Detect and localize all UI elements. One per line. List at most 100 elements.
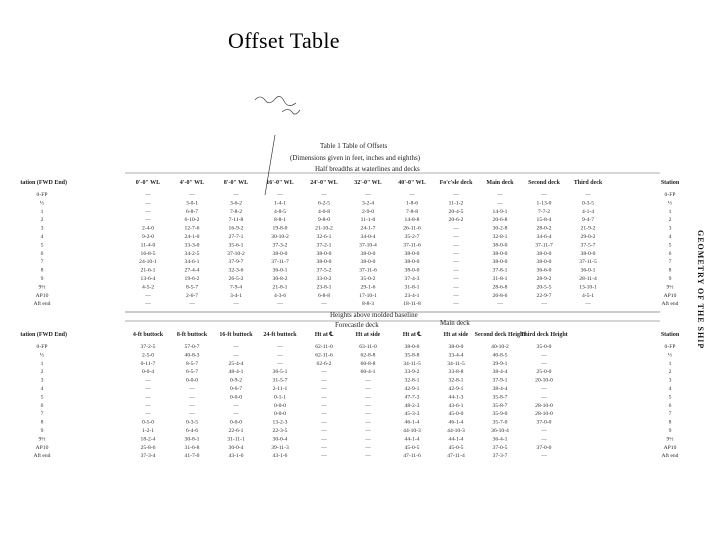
table-cell: — [540, 428, 547, 434]
table-cell: 38-0-0 [405, 251, 420, 257]
table-cell: 7-9-4 [230, 284, 242, 290]
table-cell: 40-10-2 [491, 344, 509, 350]
table-cell: — [452, 226, 459, 232]
table-cell: — [364, 428, 371, 434]
station-label-right: 4 [669, 386, 672, 392]
table-cell: — [144, 217, 151, 223]
station-label-right: ½ [668, 351, 672, 358]
station-label-right: 8 [669, 420, 672, 426]
table-cell: — [144, 394, 151, 400]
table-cell: — [540, 453, 547, 459]
column-header: Ht at ℄ [315, 331, 334, 338]
table-cell: 14-8-8 [405, 217, 420, 223]
station-label: 6 [41, 251, 44, 257]
table-cell: 0-0-0 [230, 394, 242, 400]
table-cell: — [452, 251, 459, 257]
station-label: 5 [41, 242, 44, 248]
table-cell: — [232, 403, 239, 409]
table-cell: 30-10-2 [271, 234, 289, 240]
side-label: GEOMETRY OF THE SHIP [696, 230, 705, 349]
table-cell: 7-7-2 [538, 209, 550, 215]
station-label-right: 8 [669, 268, 672, 274]
table-cell: 20-4-5 [449, 209, 464, 215]
table-cell: 33-3-0 [185, 242, 200, 248]
table-cell: 20-5-5 [537, 284, 552, 290]
table-cell: — [364, 453, 371, 459]
table-cell: 32-8-1 [405, 378, 420, 384]
table-cell: — [452, 192, 459, 198]
station-label-right: 7 [669, 259, 672, 265]
table-cell: 42-9-1 [405, 386, 420, 392]
station-label-right: 6 [669, 251, 672, 257]
table-cell: 6-2-5 [318, 200, 330, 206]
table-cell: 3-0-1 [186, 200, 198, 206]
table-cell: — [320, 369, 327, 375]
table-cell: 12-7-6 [185, 226, 200, 232]
table-cell: 0-0-4 [142, 369, 154, 375]
table-cell: 25-8-6 [141, 445, 156, 451]
table-cell: 36-0-1 [581, 268, 596, 274]
table-cell: — [452, 301, 459, 307]
column-header: 24'-0" WL [310, 180, 337, 186]
table-cell: 46-1-4 [449, 420, 464, 426]
table-cell: 38-0-0 [361, 259, 376, 265]
table-cell: 4-3-6 [274, 293, 286, 299]
table-cell: — [320, 411, 327, 417]
table-cell: — [144, 403, 151, 409]
table-cell: 37-10-4 [359, 242, 377, 248]
section2-heading: Heights above molded baseline [330, 311, 418, 319]
table-cell: — [540, 436, 547, 442]
table-cell: — [452, 276, 459, 282]
table-cell: 30-8-2 [273, 276, 288, 282]
table-cell: — [584, 192, 591, 198]
table-cell: — [188, 301, 195, 307]
table-cell: — [364, 411, 371, 417]
table-cell: 6-5-7 [186, 369, 198, 375]
table-cell: 40-8-3 [185, 352, 200, 358]
table-cell: 15-8-4 [537, 217, 552, 223]
table-cell: 35-8-7 [493, 403, 508, 409]
table-cell: — [320, 436, 327, 442]
station-label: 4 [41, 386, 44, 392]
table-cell: 63-11-0 [359, 344, 377, 350]
table-cell: — [276, 361, 283, 367]
table-cell: 44-10-3 [403, 428, 421, 434]
table-cell: 0-0-0 [230, 420, 242, 426]
table-cell: 33-9-2 [405, 369, 420, 375]
table-cell: 28-0-2 [537, 226, 552, 232]
table-cell: 20-6-8 [493, 217, 508, 223]
station-label: Aft end [34, 300, 51, 307]
table-cell: 31-11-1 [227, 436, 245, 442]
table-cell: 0-11-7 [141, 361, 156, 367]
forecastle-label: Forecastle deck [335, 321, 379, 329]
column-header: 8-ft buttock [177, 332, 208, 338]
table-cell: 44-10-3 [447, 428, 465, 434]
table-cell: 38-0-0 [449, 344, 464, 350]
station-label: 5 [41, 394, 44, 400]
column-header: Ht at ℄ [403, 331, 422, 338]
table-cell: 28-11-4 [579, 276, 597, 282]
table-cell: 48-4-1 [229, 369, 244, 375]
table-cell: 24-10-1 [139, 259, 157, 265]
table-cell: 42-9-1 [449, 386, 464, 392]
station-label: ½ [40, 199, 44, 206]
station-label: 7 [41, 411, 44, 417]
table-cell: 20-10-0 [535, 378, 553, 384]
table-cell: 24-1-7 [361, 226, 376, 232]
station-label: AP10 [36, 445, 49, 451]
table-cell: 9-2-0 [142, 234, 154, 240]
table-cell: — [320, 378, 327, 384]
column-header: Station [661, 332, 680, 338]
table-cell: 39-9-1 [493, 361, 508, 367]
table-cell: 48-2-3 [405, 403, 420, 409]
table-cell: 44-1-4 [405, 436, 420, 442]
table-cell: — [540, 192, 547, 198]
table-cell: 38-0-0 [317, 251, 332, 257]
table-cell: 35-8-7 [493, 394, 508, 400]
table-cell: — [452, 242, 459, 248]
table-cell: 60-4-1 [361, 369, 376, 375]
table-cell: 8-8-3 [362, 301, 374, 307]
table-cell: 2-11-1 [273, 386, 288, 392]
station-label: 4 [41, 234, 44, 240]
